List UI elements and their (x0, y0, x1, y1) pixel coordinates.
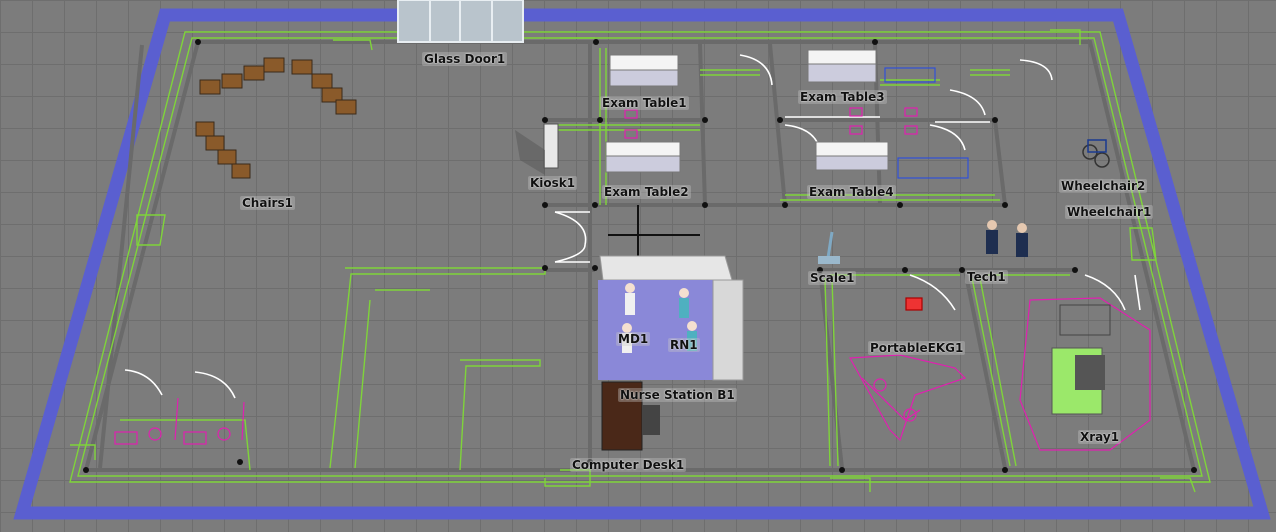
network-links (608, 205, 700, 260)
label-exam-table3[interactable]: Exam Table3 (798, 90, 887, 104)
label-computer-desk[interactable]: Computer Desk1 (570, 458, 687, 472)
staff-figures (622, 220, 1028, 353)
exam-tables (605, 49, 889, 173)
scale-shape (818, 231, 840, 264)
label-exam-table1[interactable]: Exam Table1 (600, 96, 689, 110)
chairs-group (195, 57, 357, 179)
room-fixtures (624, 67, 969, 179)
label-wheelchair2[interactable]: Wheelchair2 (1059, 179, 1148, 193)
label-xray[interactable]: Xray1 (1078, 430, 1122, 444)
restroom-fixtures (114, 397, 245, 445)
portable-ekg-shape (849, 297, 967, 442)
label-scale[interactable]: Scale1 (808, 271, 857, 285)
door-swings (124, 54, 1141, 399)
junction-nodes (83, 39, 1197, 473)
label-tech[interactable]: Tech1 (965, 270, 1008, 284)
label-exam-table4[interactable]: Exam Table4 (807, 185, 896, 199)
label-exam-table2[interactable]: Exam Table2 (602, 185, 691, 199)
label-portable-ekg[interactable]: PortableEKG1 (868, 341, 966, 355)
label-md[interactable]: MD1 (616, 332, 651, 346)
nurse-station (598, 255, 744, 381)
xray-shape (1019, 297, 1151, 451)
facility-boundary (13, 8, 1271, 520)
label-nurse-station[interactable]: Nurse Station B1 (618, 388, 737, 402)
computer-desk-shape (601, 381, 660, 451)
glass-door (397, 0, 524, 43)
label-rn[interactable]: RN1 (668, 338, 700, 352)
kiosk (515, 123, 559, 175)
wheelchairs (1082, 139, 1110, 168)
wall-paths (83, 40, 1197, 472)
label-kiosk[interactable]: Kiosk1 (528, 176, 578, 190)
label-chairs[interactable]: Chairs1 (240, 196, 295, 210)
label-wheelchair1[interactable]: Wheelchair1 (1065, 205, 1154, 219)
label-glass-door[interactable]: Glass Door1 (422, 52, 508, 66)
